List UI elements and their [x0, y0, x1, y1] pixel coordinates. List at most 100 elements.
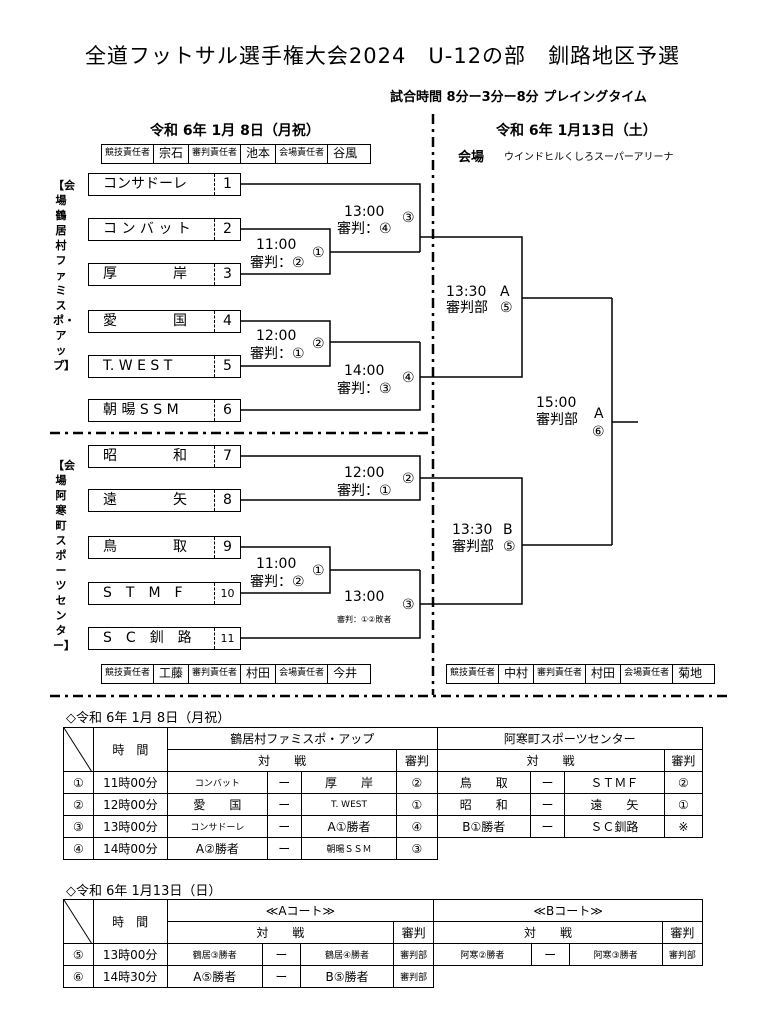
day2-responsible: 競技責任者 中村 審判責任者 村田 会場責任者 菊地: [446, 664, 715, 684]
match-time: 15:00: [536, 395, 577, 411]
team-number: 3: [223, 266, 232, 282]
team-number: 5: [223, 358, 232, 374]
match-referee: 審判部: [446, 300, 488, 316]
vs-header: 対 戦: [167, 749, 398, 772]
match-time: 13:00: [344, 204, 385, 220]
vs-header: 対 戦: [166, 921, 395, 944]
team-number: 1: [223, 176, 232, 192]
match-number: ④: [402, 370, 415, 386]
resp-label: 審判責任者: [189, 145, 242, 163]
match-time: 11:00: [256, 556, 297, 572]
team-name: S T M F: [89, 583, 215, 604]
day2-venue-label: 会場: [458, 150, 485, 165]
match-referee: 審判：①②敗者: [337, 615, 392, 624]
team-number: 8: [223, 492, 232, 508]
team-name: 愛 国: [89, 311, 215, 332]
match-number: ③: [402, 210, 415, 226]
corner-cell: [63, 899, 94, 944]
team-name: 鳥 取: [89, 537, 215, 558]
match-court: A: [594, 406, 604, 422]
match-referee: 審判：②: [250, 574, 305, 590]
resp-label: 審判責任者: [534, 665, 587, 683]
team-number: 7: [223, 448, 232, 464]
resp-label: 会場責任者: [276, 145, 329, 163]
match-time: 11:00: [256, 237, 297, 253]
court-a-header: ≪Aコート≫: [166, 899, 435, 922]
team-name: 遠 矢: [89, 490, 215, 511]
time-header: 時 間: [92, 727, 169, 772]
venue-b-header: 阿寒町スポーツセンター: [436, 727, 704, 750]
team-number: 2: [223, 221, 232, 237]
match-referee: 審判：④: [337, 221, 392, 237]
ref-header: 審判: [663, 749, 704, 772]
match-number: ⑥: [592, 424, 605, 440]
match-referee: 審判：①: [250, 346, 305, 362]
resp-label: 競技責任者: [102, 665, 155, 683]
resp-name: 中村: [499, 665, 535, 683]
match-court: B: [503, 522, 513, 538]
match-number: ②: [312, 336, 325, 352]
match-referee: 審判：①: [337, 483, 392, 499]
resp-name: 今井: [333, 666, 358, 680]
match-court: A: [500, 284, 510, 300]
day1-date: 令和 6年 1月 8日（月祝）: [150, 123, 320, 139]
vs-header: 対 戦: [433, 921, 663, 944]
team-name: コンサドーレ: [89, 174, 215, 195]
match-time: 13:30: [452, 522, 493, 538]
day2-venue: ウインドヒルくしろスーパーアリーナ: [504, 152, 674, 163]
team-number: 11: [220, 632, 235, 645]
ref-header: 審判: [393, 921, 435, 944]
day2-date: 令和 6年 1月13日（土）: [496, 123, 657, 139]
resp-label: 競技責任者: [102, 145, 155, 163]
team-number: 9: [223, 539, 232, 555]
resp-name: 菊地: [678, 666, 703, 680]
resp-label: 会場責任者: [621, 665, 674, 683]
team-box: コンサドーレ 1: [88, 173, 241, 196]
match-time: 12:00: [256, 328, 297, 344]
match-number: ①: [312, 245, 325, 261]
day1-responsible-top: 競技責任者 宗石 審判責任者 池本 会場責任者 谷風: [101, 144, 371, 164]
resp-name: 谷風: [333, 146, 358, 160]
resp-name: 宗石: [154, 145, 190, 163]
resp-name: 村田: [241, 665, 277, 683]
schedule2-heading: ◇令和 6年 1月13日（日）: [66, 884, 222, 899]
match-number: ①: [312, 563, 325, 579]
team-box: コ ン バ ッ ト 2: [88, 218, 241, 241]
ref-header: 審判: [396, 749, 438, 772]
resp-label: 会場責任者: [276, 665, 329, 683]
team-box: 鳥 取 9: [88, 536, 241, 559]
team-box: S T M F 10: [88, 582, 241, 605]
day1-responsible-bottom: 競技責任者 工藤 審判責任者 村田 会場責任者 今井: [101, 664, 371, 684]
schedule1-table: 時 間 鶴居村ファミスポ・アップ 阿寒町スポーツセンター 対 戦 審判 対 戦 …: [63, 727, 704, 860]
match-time: 14:00: [344, 363, 385, 379]
team-name: 昭 和: [89, 446, 215, 467]
match-referee: 審判：②: [250, 255, 305, 271]
page-title: 全道フットサル選手権大会2024 U-12の部 釧路地区予選: [84, 44, 681, 68]
match-number: ⑤: [503, 539, 516, 555]
time-header: 時 間: [92, 899, 168, 944]
resp-label: 審判責任者: [189, 665, 242, 683]
match-time-note: 試合時間 8分ー3分ー8分 プレイングタイム: [390, 90, 647, 105]
venue1-label: 【会場 鶴居村ファミスポ・アップ】: [53, 179, 75, 372]
team-name: 朝 暘 S S M: [89, 400, 215, 421]
match-time: 13:30: [446, 284, 487, 300]
team-number: 10: [220, 587, 235, 600]
ref-header: 審判: [661, 921, 704, 944]
match-number: ②: [402, 471, 415, 487]
match-number: ⑤: [500, 300, 513, 316]
team-name: コ ン バ ッ ト: [89, 219, 215, 240]
team-box: 遠 矢 8: [88, 489, 241, 512]
match-number: ③: [402, 597, 415, 613]
resp-name: 工藤: [154, 665, 190, 683]
